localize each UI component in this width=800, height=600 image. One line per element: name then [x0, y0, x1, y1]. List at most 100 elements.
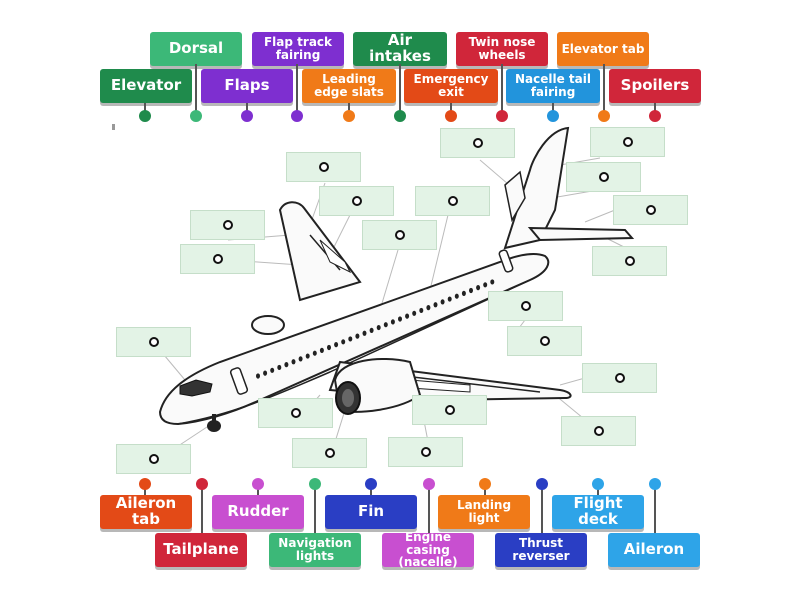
- tile-pin-dot: [343, 110, 355, 122]
- label-tile-rudder[interactable]: Rudder: [212, 495, 304, 529]
- drop-zone[interactable]: [292, 438, 367, 468]
- tile-pin-dot: [547, 110, 559, 122]
- passenger-window: [383, 322, 388, 328]
- passenger-window: [270, 367, 275, 373]
- passenger-window: [291, 359, 296, 365]
- drop-zone-marker-icon: [539, 336, 550, 346]
- label-tile-tailplane[interactable]: Tailplane: [155, 533, 247, 567]
- passenger-window: [483, 282, 488, 288]
- drop-zone[interactable]: [116, 327, 191, 357]
- label-tile-navigation-lights[interactable]: Navigation lights: [269, 533, 361, 567]
- passenger-window: [476, 285, 481, 291]
- label-tile-flight-deck[interactable]: Flight deck: [552, 495, 644, 529]
- tile-pin-dot: [394, 110, 406, 122]
- drop-zone[interactable]: [590, 127, 665, 157]
- passenger-window: [355, 333, 360, 339]
- drop-zone-marker-icon: [520, 301, 531, 311]
- passenger-window: [461, 290, 466, 296]
- label-tile-aileron-tab[interactable]: Aileron tab: [100, 495, 192, 529]
- passenger-window: [412, 310, 417, 316]
- label-tile-leading-edge-slats[interactable]: Leading edge slats: [302, 69, 396, 103]
- passenger-window: [256, 373, 260, 379]
- drop-zone[interactable]: [180, 244, 255, 274]
- passenger-window: [277, 364, 282, 371]
- drop-zone[interactable]: [286, 152, 361, 182]
- drop-zone[interactable]: [116, 444, 191, 474]
- drop-zone[interactable]: [319, 186, 394, 216]
- passenger-window: [327, 344, 331, 351]
- drop-zone[interactable]: [561, 416, 636, 446]
- passenger-window: [490, 279, 495, 285]
- drop-zone[interactable]: [592, 246, 667, 276]
- drop-zone[interactable]: [440, 128, 515, 158]
- label-tile-nacelle-tail-fairing[interactable]: Nacelle tail fairing: [506, 69, 600, 103]
- drop-zone-marker-icon: [290, 408, 301, 418]
- label-tile-engine-casing-nacelle[interactable]: Engine casing (nacelle): [382, 531, 474, 569]
- drop-zone-marker-icon: [624, 256, 635, 266]
- label-tile-twin-nose-wheels[interactable]: Twin nose wheels: [456, 32, 548, 66]
- tile-pin-dot: [252, 478, 264, 490]
- label-tile-air-intakes[interactable]: Air intakes: [353, 32, 447, 66]
- label-tile-flap-track-fairing[interactable]: Flap track fairing: [252, 32, 344, 66]
- drop-zone[interactable]: [190, 210, 265, 240]
- drop-zone-marker-icon: [447, 196, 458, 206]
- tile-pin-dot: [649, 110, 661, 122]
- tile-connector: [428, 484, 430, 533]
- drop-zone-marker-icon: [212, 254, 223, 264]
- tile-pin-dot: [139, 110, 151, 122]
- drop-zone-marker-icon: [420, 447, 431, 457]
- drop-zone-marker-icon: [614, 373, 625, 383]
- tile-connector: [201, 484, 203, 533]
- drop-zone-marker-icon: [598, 172, 609, 182]
- drop-zone[interactable]: [507, 326, 582, 356]
- tile-connector: [603, 64, 605, 116]
- drop-zone[interactable]: [258, 398, 333, 428]
- passenger-window: [433, 302, 438, 308]
- label-tile-emergency-exit[interactable]: Emergency exit: [404, 69, 498, 103]
- drop-zone[interactable]: [566, 162, 641, 192]
- passenger-window: [426, 305, 431, 311]
- drop-zone-marker-icon: [472, 138, 483, 148]
- drop-zone[interactable]: [412, 395, 487, 425]
- drop-zone[interactable]: [488, 291, 563, 321]
- label-tile-spoilers[interactable]: Spoilers: [609, 69, 701, 103]
- label-tile-thrust-reverser[interactable]: Thrust reverser: [495, 533, 587, 567]
- tile-pin-dot: [309, 478, 321, 490]
- drop-zone-marker-icon: [148, 454, 159, 464]
- drop-zone-marker-icon: [148, 337, 159, 347]
- passenger-window: [469, 287, 473, 294]
- tile-pin-dot: [365, 478, 377, 490]
- tile-connector: [314, 484, 316, 533]
- drop-zone[interactable]: [613, 195, 688, 225]
- tile-pin-dot: [196, 478, 208, 490]
- passenger-window: [447, 296, 452, 302]
- drop-zone-marker-icon: [645, 205, 656, 215]
- drop-zone[interactable]: [415, 186, 490, 216]
- drop-zone-marker-icon: [324, 448, 335, 458]
- label-tile-elevator-tab[interactable]: Elevator tab: [557, 32, 649, 66]
- label-tile-flaps[interactable]: Flaps: [201, 69, 293, 103]
- drop-zone[interactable]: [362, 220, 437, 250]
- drop-zone[interactable]: [582, 363, 657, 393]
- passenger-window: [376, 324, 381, 331]
- tile-connector: [450, 103, 452, 116]
- passenger-window: [390, 319, 395, 325]
- passenger-window: [405, 313, 410, 319]
- passenger-window: [263, 370, 268, 376]
- label-tile-landing-light[interactable]: Landing light: [438, 495, 530, 529]
- label-tile-fin[interactable]: Fin: [325, 495, 417, 529]
- tile-pin-dot: [496, 110, 508, 122]
- label-tile-dorsal[interactable]: Dorsal: [150, 32, 242, 66]
- tile-pin-dot: [241, 110, 253, 122]
- label-tile-elevator[interactable]: Elevator: [100, 69, 192, 103]
- drop-zone[interactable]: [388, 437, 463, 467]
- passenger-window: [440, 299, 445, 305]
- tile-connector: [552, 103, 554, 116]
- tile-connector: [246, 103, 248, 116]
- tile-connector: [144, 103, 146, 116]
- tile-pin-dot: [592, 478, 604, 490]
- passenger-window: [305, 353, 310, 359]
- label-tile-aileron[interactable]: Aileron: [608, 533, 700, 567]
